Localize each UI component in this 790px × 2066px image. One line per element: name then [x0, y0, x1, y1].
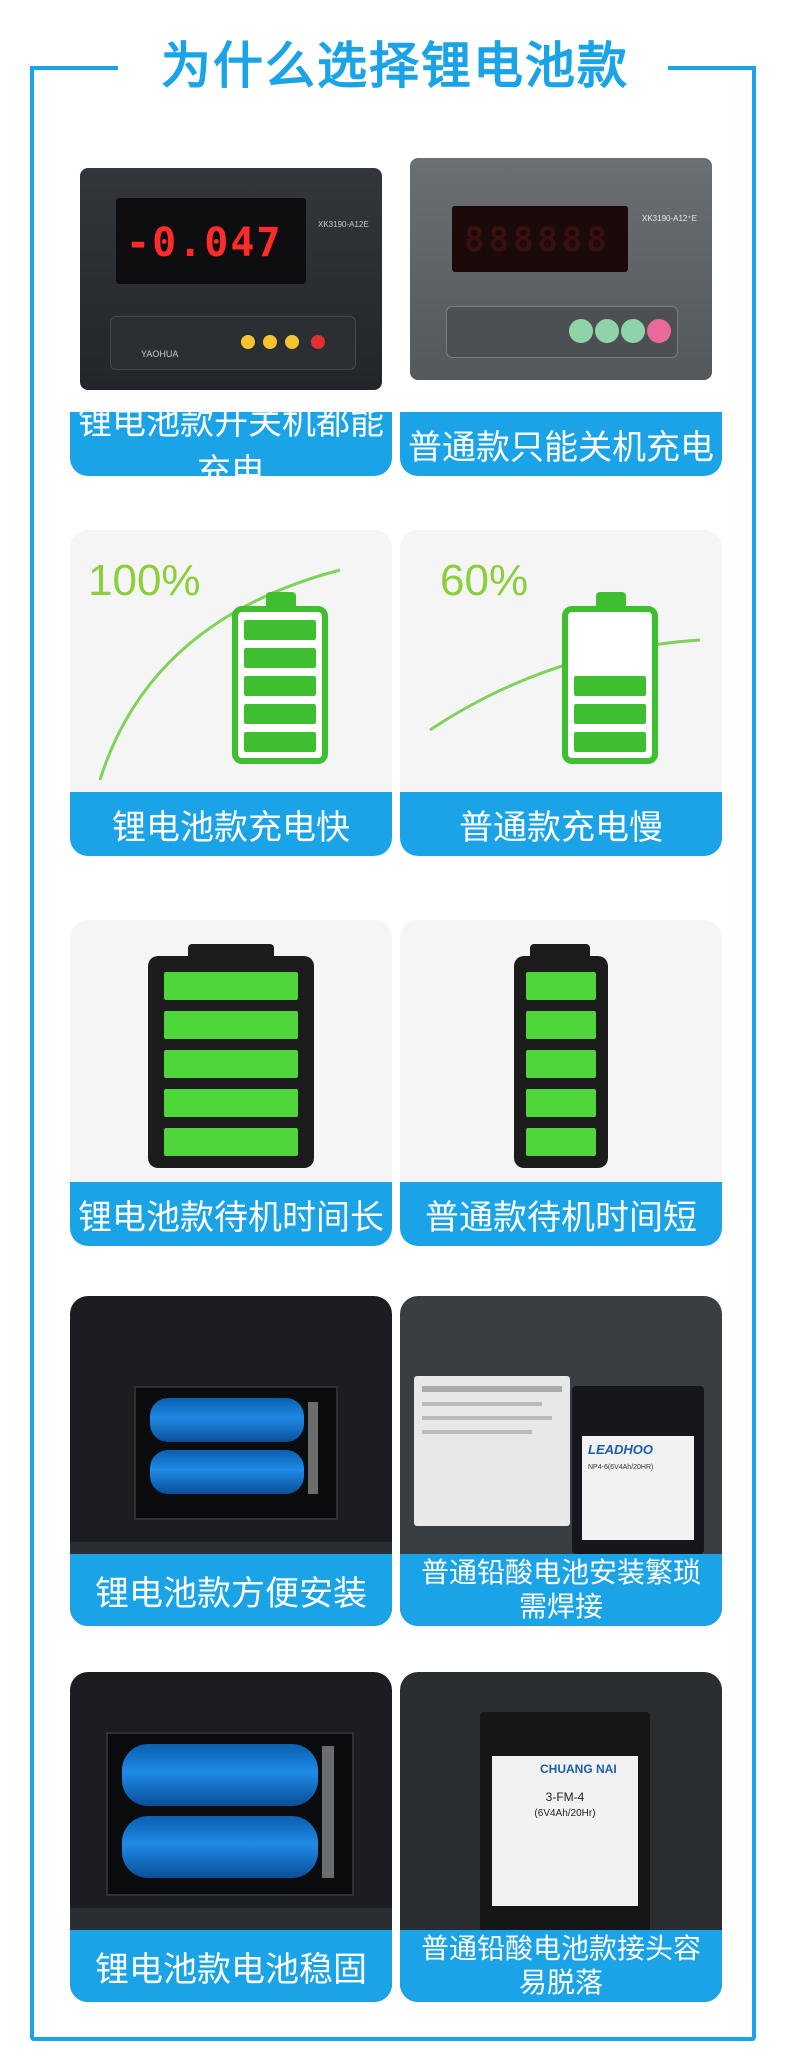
battery-cell — [526, 1050, 596, 1078]
battery-spec: 3-FM-4 — [545, 1790, 585, 1804]
label-line — [422, 1402, 542, 1406]
lead-acid-battery: CHUANG NAI 3-FM-4 (6V4Ah/20Hr) — [480, 1712, 650, 1932]
battery-sub: (6V4Ah/20Hr) — [534, 1808, 596, 1819]
battery-cell — [244, 620, 316, 640]
model-label: XK3190-A12E — [318, 220, 369, 229]
charge-percent: 60% — [440, 556, 529, 605]
content-frame — [30, 66, 756, 2041]
frame-top-left — [30, 66, 118, 70]
battery-compartment — [106, 1732, 354, 1896]
battery-cell — [574, 732, 646, 752]
power-button — [647, 319, 671, 343]
card-hard-install: LEADHOO NP4-6(6V4Ah/20HR) 普通铅酸电池安装繁琐需焊接 — [400, 1296, 722, 1626]
battery-cell — [526, 1011, 596, 1039]
label-line — [422, 1416, 552, 1420]
caption: 普通铅酸电池安装繁琐需焊接 — [400, 1554, 722, 1626]
lithium-cell — [122, 1744, 318, 1806]
card-fast-charge: 100% 锂电池款充电快 — [70, 530, 392, 856]
caption: 普通款充电慢 — [400, 792, 722, 856]
charge-curve — [429, 638, 701, 732]
control-panel: YAOHUA — [110, 316, 356, 370]
battery-cell — [244, 676, 316, 696]
caption: 锂电池款待机时间长 — [70, 1182, 392, 1246]
battery-label: LEADHOO NP4-6(6V4Ah/20HR) — [582, 1436, 694, 1540]
scale-indicator-image: -0.047 XK3190-A12E YAOHUA — [80, 168, 382, 390]
battery-cell — [526, 972, 596, 1000]
card-loose-connector: CHUANG NAI 3-FM-4 (6V4Ah/20Hr) 普通铅酸电池款接头… — [400, 1672, 722, 2002]
battery-icon — [562, 606, 658, 764]
battery-cap — [266, 592, 296, 606]
spec-label — [414, 1376, 570, 1526]
label-line — [422, 1430, 532, 1434]
battery-brand: LEADHOO — [588, 1442, 653, 1457]
scale-indicator-image: 888888 XK3190-A12⁺E — [410, 158, 712, 380]
power-button — [311, 335, 325, 349]
battery-icon — [232, 606, 328, 764]
lead-acid-battery: LEADHOO NP4-6(6V4Ah/20HR) — [572, 1386, 704, 1554]
button-3 — [621, 319, 645, 343]
label-line — [422, 1386, 562, 1392]
battery-icon — [148, 956, 314, 1168]
battery-compartment — [134, 1386, 338, 1520]
card-long-standby: 锂电池款待机时间长 — [70, 920, 392, 1246]
control-panel — [446, 306, 678, 358]
button-2 — [595, 319, 619, 343]
card-slow-charge: 60% 普通款充电慢 — [400, 530, 722, 856]
brand-label: YAOHUA — [141, 349, 179, 359]
card-easy-install: 锂电池款方便安装 — [70, 1296, 392, 1626]
charge-percent: 100% — [88, 556, 201, 605]
battery-brand: CHUANG NAI — [540, 1762, 617, 1776]
caption: 普通款待机时间短 — [400, 1182, 722, 1246]
button-1 — [569, 319, 593, 343]
battery-icon — [514, 956, 608, 1168]
model-label: XK3190-A12⁺E — [642, 214, 697, 223]
tare-button — [285, 335, 299, 349]
battery-cap — [530, 944, 590, 958]
caption: 锂电池款开关机都能充电 — [70, 403, 392, 476]
card-charge-anytime: -0.047 XK3190-A12E YAOHUA 锂电池款开关机都能充电 — [70, 150, 392, 476]
port-strip — [70, 1908, 392, 1930]
display-digits: 888888 — [464, 220, 611, 260]
battery-cell — [526, 1128, 596, 1156]
battery-holder — [308, 1402, 318, 1494]
battery-cell — [244, 648, 316, 668]
frame-top-right — [668, 66, 756, 70]
card-charge-off-only: 888888 XK3190-A12⁺E 普通款只能关机充电 — [400, 150, 722, 476]
battery-holder — [322, 1746, 334, 1878]
charge-curve — [98, 568, 341, 781]
card-stable-battery: 锂电池款电池稳固 — [70, 1672, 392, 2002]
lithium-cell — [150, 1450, 304, 1494]
battery-spec: NP4-6(6V4Ah/20HR) — [588, 1464, 654, 1471]
led-display: -0.047 — [116, 198, 306, 284]
caption: 锂电池款充电快 — [70, 792, 392, 856]
battery-cell — [244, 732, 316, 752]
battery-cell — [164, 1128, 298, 1156]
battery-cell — [164, 1050, 298, 1078]
battery-cell — [244, 704, 316, 724]
page-title: 为什么选择锂电池款 — [161, 37, 629, 95]
battery-cell — [164, 1011, 298, 1039]
display-value: -0.047 — [126, 220, 283, 266]
lithium-cell — [150, 1398, 304, 1442]
caption: 锂电池款电池稳固 — [70, 1930, 392, 2002]
zero-button — [263, 335, 277, 349]
battery-cap — [596, 592, 626, 606]
battery-cell — [164, 1089, 298, 1117]
battery-cell — [164, 972, 298, 1000]
battery-cell — [574, 676, 646, 696]
caption: 普通铅酸电池款接头容易脱落 — [400, 1930, 722, 2002]
caption: 锂电池款方便安装 — [70, 1554, 392, 1626]
battery-cap — [188, 944, 274, 958]
caption: 普通款只能关机充电 — [400, 412, 722, 476]
led-display: 888888 — [452, 206, 628, 272]
battery-cell — [526, 1089, 596, 1117]
battery-label: CHUANG NAI 3-FM-4 (6V4Ah/20Hr) — [492, 1756, 638, 1906]
card-short-standby: 普通款待机时间短 — [400, 920, 722, 1246]
lithium-cell — [122, 1816, 318, 1878]
battery-cell — [574, 704, 646, 724]
function-button — [241, 335, 255, 349]
